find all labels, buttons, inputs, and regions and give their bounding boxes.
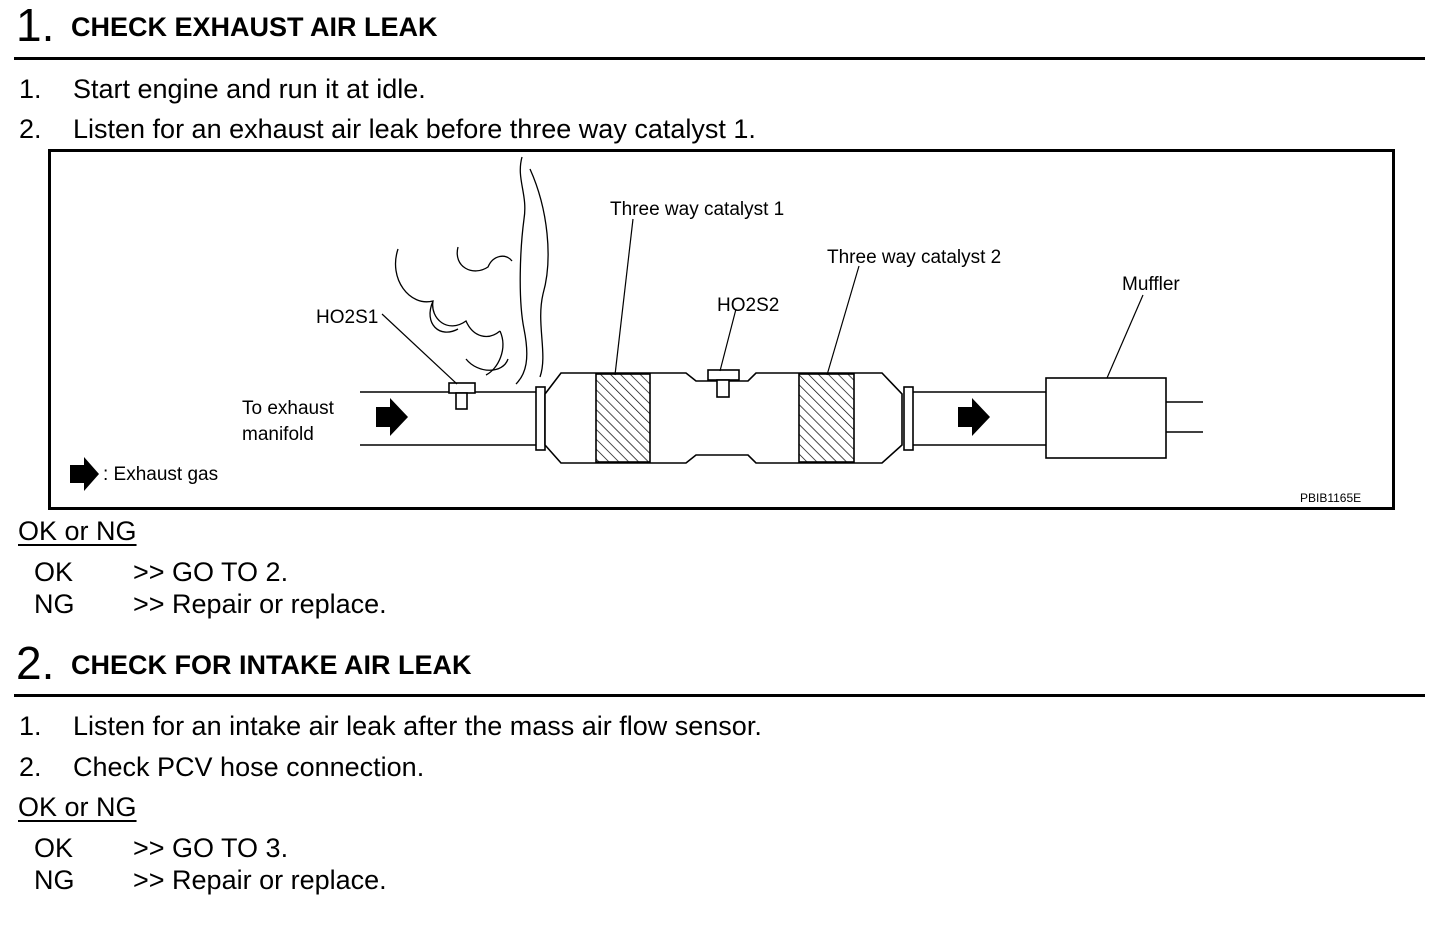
step-number: 2.	[16, 637, 55, 689]
exhaust-flow-arrow-icon	[958, 398, 990, 436]
ho2s1-sensor	[448, 382, 476, 410]
result-heading: OK or NG	[18, 516, 137, 546]
diagram-frame	[48, 149, 1395, 510]
list-item-text: Listen for an intake air leak after the …	[73, 711, 762, 741]
exhaust-flow-arrow-icon	[376, 398, 408, 436]
list-item-number: 2.	[19, 752, 42, 782]
result-label-ok: OK	[34, 833, 74, 863]
tailpipe	[1166, 401, 1203, 433]
flange	[535, 386, 546, 451]
list-item-number: 2.	[19, 114, 42, 144]
to-exhaust-label: To exhaust	[242, 398, 335, 419]
exhaust-system-diagram: HO2S1 HO2S2 Three way catalyst 1 Three w…	[48, 149, 1395, 510]
catalyst-1-label: Three way catalyst 1	[610, 199, 784, 220]
result-label-ng: NG	[34, 865, 75, 895]
list-item-text: Start engine and run it at idle.	[73, 74, 426, 104]
section-divider	[14, 57, 1425, 60]
result-heading: OK or NG	[18, 792, 137, 822]
list-item-number: 1.	[19, 74, 42, 104]
list-item-text: Check PCV hose connection.	[73, 752, 425, 782]
manifold-label: manifold	[242, 424, 314, 445]
catalyst-1-element	[595, 373, 651, 463]
legend-label: : Exhaust gas	[103, 464, 218, 485]
result-action: >> GO TO 3.	[133, 833, 289, 863]
catalyst-2-element	[798, 373, 855, 463]
outlet-pipe	[913, 391, 1046, 446]
list-item-text: Listen for an exhaust air leak before th…	[73, 114, 756, 144]
result-action: >> GO TO 2.	[133, 557, 289, 587]
step-title: CHECK EXHAUST AIR LEAK	[71, 12, 438, 42]
result-action: >> Repair or replace.	[133, 589, 387, 619]
result-label-ng: NG	[34, 589, 75, 619]
catalyst-2-label: Three way catalyst 2	[827, 247, 1001, 268]
ho2s1-label: HO2S1	[316, 307, 378, 328]
leader-lines	[381, 218, 1144, 385]
step-title: CHECK FOR INTAKE AIR LEAK	[71, 650, 472, 680]
section-divider	[14, 694, 1425, 697]
flange	[903, 386, 914, 451]
result-label-ok: OK	[34, 557, 74, 587]
step-number: 1.	[16, 0, 55, 51]
list-item-number: 1.	[19, 711, 42, 741]
ho2s2-label: HO2S2	[717, 295, 779, 316]
figure-code: PBIB1165E	[1300, 491, 1361, 505]
result-action: >> Repair or replace.	[133, 865, 387, 895]
inlet-pipe	[360, 391, 536, 446]
ho2s2-sensor	[707, 369, 740, 398]
muffler-label: Muffler	[1122, 274, 1180, 295]
muffler	[1045, 377, 1167, 459]
legend-arrow-icon	[70, 457, 99, 491]
smoke-cloud	[394, 156, 549, 385]
